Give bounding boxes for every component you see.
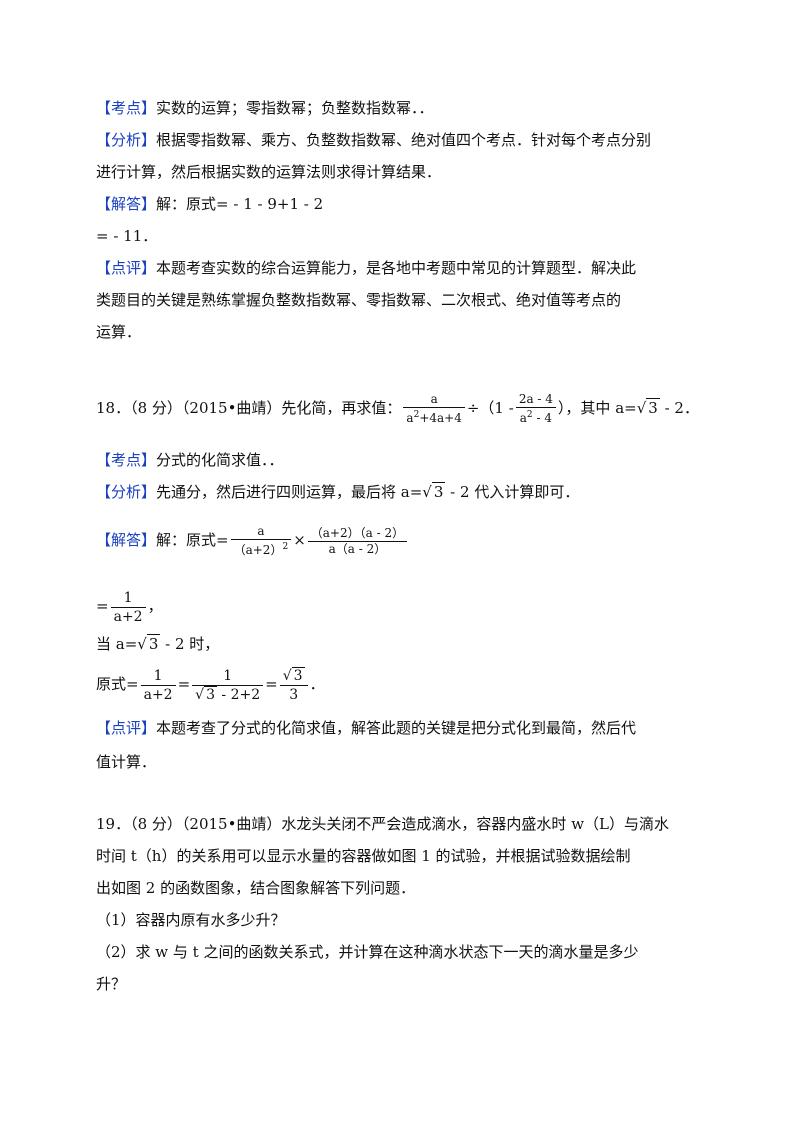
final-period: ． bbox=[309, 675, 325, 693]
q18-f2-den: a2 - 4 bbox=[516, 408, 556, 426]
q18-f2-den-rest: - 4 bbox=[532, 411, 552, 425]
final-pre: 原式= bbox=[96, 675, 139, 693]
jieda-text: 解：原式= - 1 - 9+1 - 2 bbox=[156, 195, 324, 213]
q19-line-5: （2）求 w 与 t 之间的函数关系式，并计算在这种滴水状态下一天的滴水量是多少 bbox=[96, 943, 639, 961]
final-fc-den: 3 bbox=[289, 686, 299, 703]
q17-jieda-result: = - 11． bbox=[96, 227, 158, 245]
q18-f2-den-base: a bbox=[519, 411, 527, 425]
q17-dianping: 【点评】本题考查实数的综合运算能力，是各地中考题中常见的计算题型．解决此 bbox=[96, 258, 636, 278]
jieda-times: × bbox=[293, 531, 306, 549]
fenxi-text-1: 根据零指数幂、乘方、负整数指数幂、绝对值四个考点．针对每个考点分别 bbox=[156, 131, 652, 149]
q18-dianping-cont: 值计算． bbox=[96, 753, 157, 771]
final-fb-sqrt: √3 bbox=[195, 685, 217, 703]
jieda-pre: 解：原式= bbox=[156, 531, 229, 549]
q19-line-3: 出如图 2 的函数图象，结合图象解答下列问题． bbox=[96, 879, 416, 897]
q18-f1-den-base: a bbox=[406, 411, 414, 425]
dianping-text-1: 本题考查实数的综合运算能力，是各地中考题中常见的计算题型．解决此 bbox=[156, 259, 637, 277]
q18-prefix: 18．（8 分）（2015•曲靖）先化简，再求值： bbox=[96, 399, 402, 417]
final-fb-num: 1 bbox=[192, 667, 264, 686]
when-sqrt: √3 bbox=[137, 634, 161, 653]
jieda-tag: 【解答】 bbox=[96, 195, 157, 213]
q18-div-open: ÷（1 - bbox=[466, 399, 514, 417]
fenxi-sqrt: √3 bbox=[422, 482, 446, 501]
final-fc-sqrt-rad: 3 bbox=[291, 666, 305, 684]
final-eq2: = bbox=[177, 675, 191, 693]
jieda-f2-den: a（a - 2） bbox=[328, 541, 387, 556]
q17-jieda: 【解答】解：原式= - 1 - 9+1 - 2 bbox=[96, 194, 323, 214]
fenxi-text-b: - 2 代入计算即可． bbox=[445, 483, 580, 501]
when-post: - 2 时， bbox=[160, 635, 220, 653]
q19-line-6: 升？ bbox=[96, 975, 127, 993]
q19-line-4: （1）容器内原有水多少升？ bbox=[96, 911, 286, 929]
final-fc-sqrt: √3 bbox=[282, 666, 305, 684]
kaodian-tag: 【考点】 bbox=[96, 99, 157, 117]
jieda-fraction-2: （a+2）（a - 2）a（a - 2） bbox=[307, 526, 408, 557]
kaodian-text: 分式的化简求值．． bbox=[156, 451, 284, 469]
q18-f1-num: a bbox=[403, 392, 465, 408]
kaodian-text: 实数的运算；零指数幂；负整数指数幂．． bbox=[156, 99, 434, 117]
q18-f2-num: 2a - 4 bbox=[515, 392, 556, 408]
final-fc-num: √3 bbox=[279, 666, 308, 686]
jieda-f1-den-exp: 2 bbox=[282, 542, 289, 552]
dianping-tag: 【点评】 bbox=[96, 719, 157, 737]
final-fb-den: √3 - 2+2 bbox=[192, 685, 263, 704]
jieda-tag: 【解答】 bbox=[96, 531, 157, 549]
q17-fenxi-cont: 进行计算，然后根据实数的运算法则求得计算结果． bbox=[96, 163, 442, 181]
dianping-tag: 【点评】 bbox=[96, 259, 157, 277]
final-fraction-b: 1√3 - 2+2 bbox=[192, 667, 264, 704]
q18-when: 当 a=√3 - 2 时， bbox=[96, 634, 219, 654]
q18-sqrt: √3 bbox=[636, 398, 660, 417]
q18-kaodian: 【考点】分式的化简求值．． bbox=[96, 450, 284, 470]
q18-f1-den-rest: +4a+4 bbox=[419, 411, 462, 425]
result-num: 1 bbox=[110, 589, 146, 608]
fenxi-text-a: 先通分，然后进行四则运算，最后将 a= bbox=[156, 483, 423, 501]
q19-line-2: 时间 t（h）的关系用可以显示水量的容器做如图 1 的试验，并根据试验数据绘制 bbox=[96, 847, 631, 865]
when-pre: 当 a= bbox=[96, 635, 138, 653]
q18-f2-den-exp: 2 bbox=[526, 410, 533, 420]
result-comma: ， bbox=[147, 597, 163, 615]
result-den: a+2 bbox=[113, 608, 143, 625]
final-fa-num: 1 bbox=[140, 667, 176, 686]
q18-fenxi: 【分析】先通分，然后进行四则运算，最后将 a=√3 - 2 代入计算即可． bbox=[96, 482, 579, 502]
q17-dianping-cont-2: 运算． bbox=[96, 323, 142, 341]
result-eq: = bbox=[96, 597, 109, 615]
fenxi-sqrt-rad: 3 bbox=[431, 482, 446, 501]
jieda-f2-num: （a+2）（a - 2） bbox=[307, 526, 408, 542]
jieda-fraction-1: a（a+2）2 bbox=[230, 524, 292, 558]
fenxi-tag: 【分析】 bbox=[96, 483, 157, 501]
q17-kaodian: 【考点】实数的运算；零指数幂；负整数指数幂．． bbox=[96, 98, 434, 118]
q18-f1-den: a2+4a+4 bbox=[403, 408, 464, 426]
q18-f1-den-exp: 2 bbox=[413, 410, 420, 420]
q18-dianping: 【点评】本题考查了分式的化简求值，解答此题的关键是把分式化到最简，然后代 bbox=[96, 718, 636, 738]
final-fb-sqrt-rad: 3 bbox=[204, 685, 217, 703]
q18-mid: ），其中 a= bbox=[557, 399, 637, 417]
kaodian-tag: 【考点】 bbox=[96, 451, 157, 469]
jieda-f1-num: a bbox=[230, 524, 292, 540]
final-fa-den: a+2 bbox=[143, 686, 173, 703]
when-sqrt-rad: 3 bbox=[146, 634, 161, 653]
q18-sqrt-rad: 3 bbox=[646, 398, 660, 417]
final-eq3: = bbox=[265, 675, 278, 693]
q17-dianping-cont-1: 类题目的关键是熟练掌握负整数指数幂、零指数幂、二次根式、绝对值等考点的 bbox=[96, 291, 622, 309]
q19-line-1: 19．（8 分）（2015•曲靖）水龙头关闭不严会造成滴水，容器内盛水时 w（L… bbox=[96, 815, 669, 833]
q18-tail: - 2． bbox=[659, 399, 699, 417]
q17-fenxi: 【分析】根据零指数幂、乘方、负整数指数幂、绝对值四个考点．针对每个考点分别 bbox=[96, 130, 651, 150]
q18-jieda: 【解答】解：原式=a（a+2）2×（a+2）（a - 2）a（a - 2） bbox=[96, 522, 409, 558]
dianping-text-1: 本题考查了分式的化简求值，解答此题的关键是把分式化到最简，然后代 bbox=[156, 719, 637, 737]
final-fb-den-rest: - 2+2 bbox=[216, 686, 261, 703]
jieda-f1-den-base: （a+2） bbox=[233, 543, 283, 557]
jieda-f1-den: （a+2）2 bbox=[231, 540, 292, 558]
fenxi-tag: 【分析】 bbox=[96, 131, 157, 149]
